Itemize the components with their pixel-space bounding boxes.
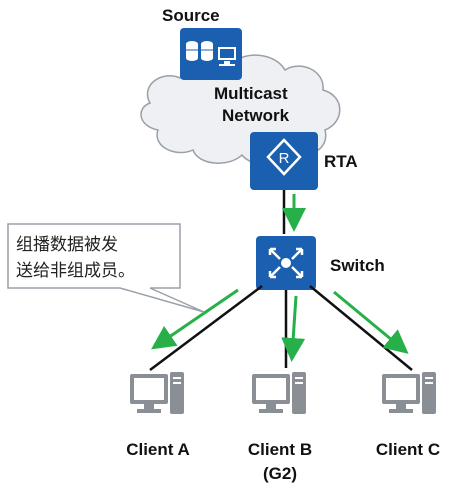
client-a-label: Client A: [126, 440, 190, 459]
client-b-label: Client B: [247, 440, 313, 459]
network-label-line2: Network: [222, 106, 290, 125]
source-server-icon: [180, 28, 242, 80]
router-label: RTA: [324, 152, 358, 171]
switch-label: Switch: [330, 256, 385, 275]
switch-icon: [256, 236, 316, 290]
svg-text:R: R: [279, 150, 290, 167]
client-a-computer-icon: [130, 372, 184, 414]
callout-line-1: 组播数据被发: [16, 235, 118, 255]
flow-arrow-client-c: [333, 290, 409, 354]
network-label-line1: Multicast: [214, 84, 288, 103]
flow-arrow-client-a: [151, 288, 239, 350]
client-c-computer-icon: [382, 372, 436, 414]
flow-arrow-client-b: [281, 295, 306, 362]
callout-text: 组播数据被发 送给非组成员。: [16, 232, 166, 284]
link-switch-client-c: [309, 285, 413, 371]
link-switch-client-a: [149, 285, 263, 371]
client-b-group-label: (G2): [263, 464, 297, 483]
router-rta-icon: R: [250, 132, 318, 190]
source-label: Source: [162, 6, 220, 25]
client-c-label: Client C: [375, 440, 441, 459]
callout-line-2: 送给非组成员。: [16, 261, 135, 281]
callout-bubble: [7, 223, 205, 313]
client-b-computer-icon: [252, 372, 306, 414]
